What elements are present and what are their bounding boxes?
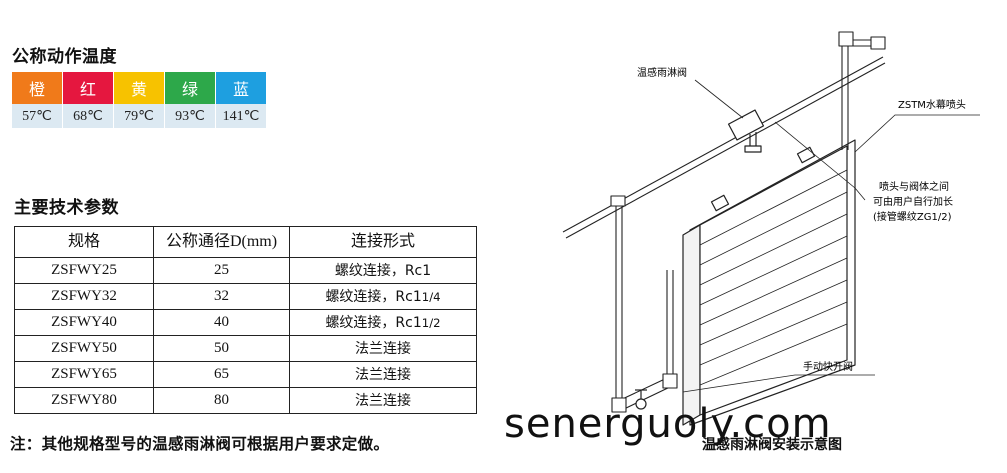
label-nozzle: ZSTM水幕喷头 bbox=[898, 98, 966, 111]
footnote: 注：其他规格型号的温感雨淋阀可根据用户要求定做。 bbox=[10, 435, 390, 453]
table-row: ZSFWY50 50 法兰连接 bbox=[14, 335, 477, 362]
cell-model: ZSFWY50 bbox=[14, 335, 154, 362]
table-row: ZSFWY40 40 螺纹连接，Rc11/2 bbox=[14, 309, 477, 336]
swatch-green: 绿 bbox=[165, 72, 216, 104]
cell-connection: 螺纹连接，Rc1 bbox=[289, 257, 477, 284]
cell-model: ZSFWY80 bbox=[14, 387, 154, 414]
cell-connection: 法兰连接 bbox=[289, 361, 477, 388]
thread-fraction: 1/4 bbox=[421, 289, 441, 304]
manual-valve-icon bbox=[635, 389, 647, 410]
leader-lines bbox=[682, 79, 980, 393]
label-pipe-note-3: (接管螺纹ZG1/2) bbox=[873, 210, 952, 223]
watermark-text: senerguoly.com bbox=[504, 401, 832, 447]
cell-model: ZSFWY65 bbox=[14, 361, 154, 388]
door-frame-front bbox=[699, 145, 848, 416]
cell-model: ZSFWY25 bbox=[14, 257, 154, 284]
door-slats bbox=[699, 169, 848, 386]
swatch-yellow: 黄 bbox=[114, 72, 165, 104]
swatch-orange: 橙 bbox=[12, 72, 63, 104]
params-table: 规格 公称通径D(mm) 连接形式 ZSFWY25 25 螺纹连接，Rc1 ZS… bbox=[14, 226, 477, 414]
cell-connection: 螺纹连接，Rc11/2 bbox=[289, 309, 477, 336]
cell-model: ZSFWY32 bbox=[14, 283, 154, 310]
installation-diagram: 温感雨淋阀 ZSTM水幕喷头 喷头与阀体之间 可由用户自行加长 (接管螺纹ZG1… bbox=[562, 31, 980, 426]
table-row: ZSFWY32 32 螺纹连接，Rc11/4 bbox=[14, 283, 477, 310]
temp-value: 68℃ bbox=[63, 104, 114, 128]
cell-diameter: 32 bbox=[153, 283, 290, 310]
temp-value: 79℃ bbox=[114, 104, 165, 128]
swatch-blue: 蓝 bbox=[216, 72, 267, 104]
table-row: ZSFWY80 80 法兰连接 bbox=[14, 387, 477, 414]
cell-connection: 法兰连接 bbox=[289, 335, 477, 362]
table-row: ZSFWY25 25 螺纹连接，Rc1 bbox=[14, 257, 477, 284]
header-diameter: 公称通径D(mm) bbox=[153, 226, 290, 258]
header-connection: 连接形式 bbox=[289, 226, 477, 258]
temperature-title: 公称动作温度 bbox=[12, 47, 117, 67]
temperature-value-row: 57℃ 68℃ 79℃ 93℃ 141℃ bbox=[12, 104, 267, 128]
header-model: 规格 bbox=[14, 226, 154, 258]
door-frame-side bbox=[682, 224, 701, 426]
temp-value: 57℃ bbox=[12, 104, 63, 128]
thread-fraction: 1/2 bbox=[421, 315, 441, 330]
cell-diameter: 80 bbox=[153, 387, 290, 414]
cell-model: ZSFWY40 bbox=[14, 309, 154, 336]
table-header-row: 规格 公称通径D(mm) 连接形式 bbox=[14, 226, 477, 258]
table-row: ZSFWY65 65 法兰连接 bbox=[14, 361, 477, 388]
color-swatch-row: 橙 红 黄 绿 蓝 bbox=[12, 72, 267, 104]
cell-connection: 法兰连接 bbox=[289, 387, 477, 414]
main-pipe bbox=[562, 31, 886, 413]
params-title: 主要技术参数 bbox=[14, 198, 119, 218]
cell-diameter: 25 bbox=[153, 257, 290, 284]
temp-value: 93℃ bbox=[165, 104, 216, 128]
cell-connection: 螺纹连接，Rc11/4 bbox=[289, 283, 477, 310]
cell-diameter: 65 bbox=[153, 361, 290, 388]
cell-diameter: 40 bbox=[153, 309, 290, 336]
cell-diameter: 50 bbox=[153, 335, 290, 362]
swatch-red: 红 bbox=[63, 72, 114, 104]
label-valve: 温感雨淋阀 bbox=[637, 66, 687, 79]
label-manual-valve: 手动快开阀 bbox=[803, 360, 853, 373]
diagram-caption: 温感雨淋阀安装示意图 bbox=[702, 437, 842, 453]
temp-value: 141℃ bbox=[216, 104, 267, 128]
label-pipe-note-1: 喷头与阀体之间 bbox=[879, 180, 949, 193]
label-pipe-note-2: 可由用户自行加长 bbox=[873, 195, 953, 208]
